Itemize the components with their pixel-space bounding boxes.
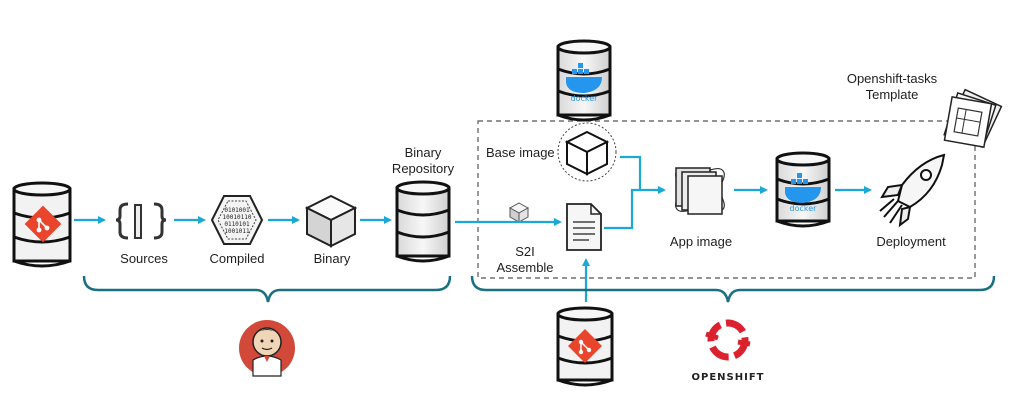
app-image-stack-icon [675,167,725,215]
label-base-image: Base image [486,145,555,160]
rocket-icon [879,153,946,228]
svg-text:0110101: 0110101 [224,221,250,228]
svg-text:10010110: 10010110 [223,214,252,221]
document-icon [566,203,602,251]
label-s2i-assemble: S2I Assemble [496,244,554,275]
svg-text:docker: docker [571,94,599,103]
arrow-baseimage-to-appimage [620,155,642,190]
binary-cube-icon [304,194,358,248]
label-deployment: Deployment [876,234,946,249]
source-code-braces-icon [115,202,167,240]
label-compiled: Compiled [209,251,265,266]
database-icon [395,180,451,263]
git-database-icon [12,181,72,268]
svg-text:docker: docker [790,204,818,213]
label-template: Openshift-tasks Template [846,71,938,102]
label-app-image: App image [669,234,733,249]
base-image-cube-icon [557,122,617,182]
jenkins-logo [239,320,295,377]
template-pages-icon [943,88,1003,149]
openshift-bracket [470,275,996,303]
flow-arrows [74,155,872,302]
svg-text:1001011: 1001011 [224,228,250,235]
label-binary: Binary [313,251,351,266]
jenkins-bracket [82,275,452,303]
label-binary-repository: Binary Repository [391,145,455,176]
openshift-boundary [477,120,976,279]
svg-text:0101001: 0101001 [224,207,250,214]
docker-database-icon: docker [556,39,612,122]
compiled-binary-hexagon-icon: 0101001 10010110 0110101 1001011 [210,195,264,245]
arrow-s2i-to-appimage [604,186,666,230]
openshift-logo [705,319,751,361]
openshift-wordmark: OPENSHIFT [691,372,765,383]
small-cube-icon [508,202,530,223]
docker-database-icon: docker [775,151,831,228]
git-database-icon [556,306,614,387]
label-sources: Sources [120,251,168,266]
